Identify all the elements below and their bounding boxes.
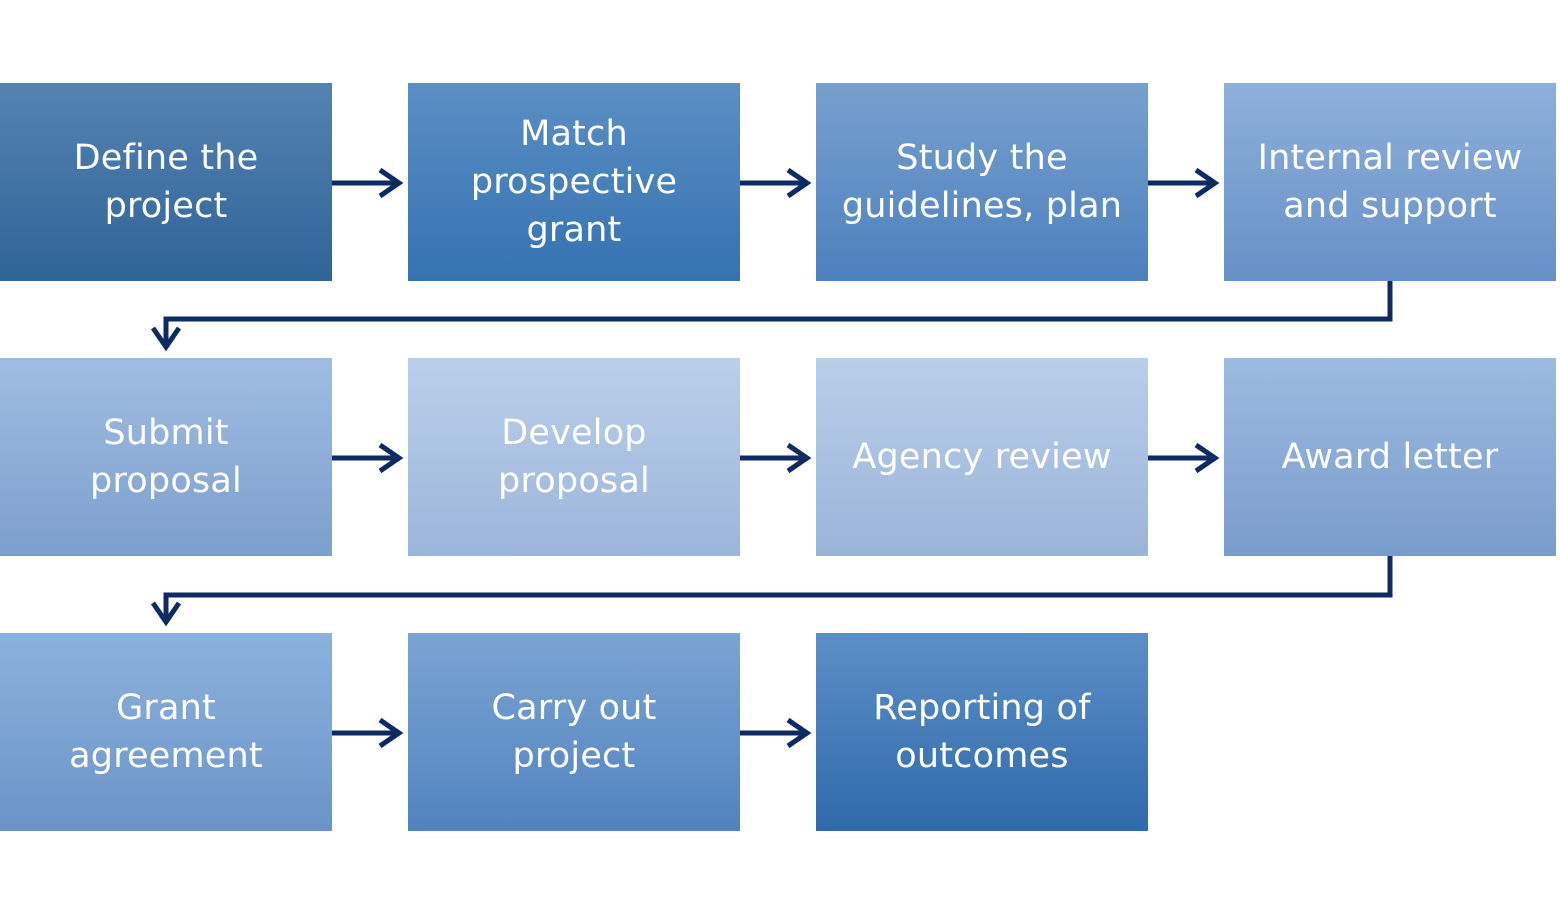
step-award-letter: Award letter [1224,358,1556,556]
arrow-step6-to-step7 [740,442,812,474]
arrow-step3-to-step4 [1148,167,1220,199]
connector-step4-to-step5 [150,281,1393,352]
connector-step8-to-step9 [150,556,1393,627]
arrow-step2-to-step3 [740,167,812,199]
arrow-step5-to-step6 [332,442,404,474]
step-agency-review: Agency review [816,358,1148,556]
step-label: Award letter [1281,437,1499,477]
arrow-step9-to-step10 [332,717,404,749]
arrow-step1-to-step2 [332,167,404,199]
step-label: Agency review [852,437,1112,477]
arrow-step7-to-step8 [1148,442,1220,474]
arrow-step10-to-step11 [740,717,812,749]
